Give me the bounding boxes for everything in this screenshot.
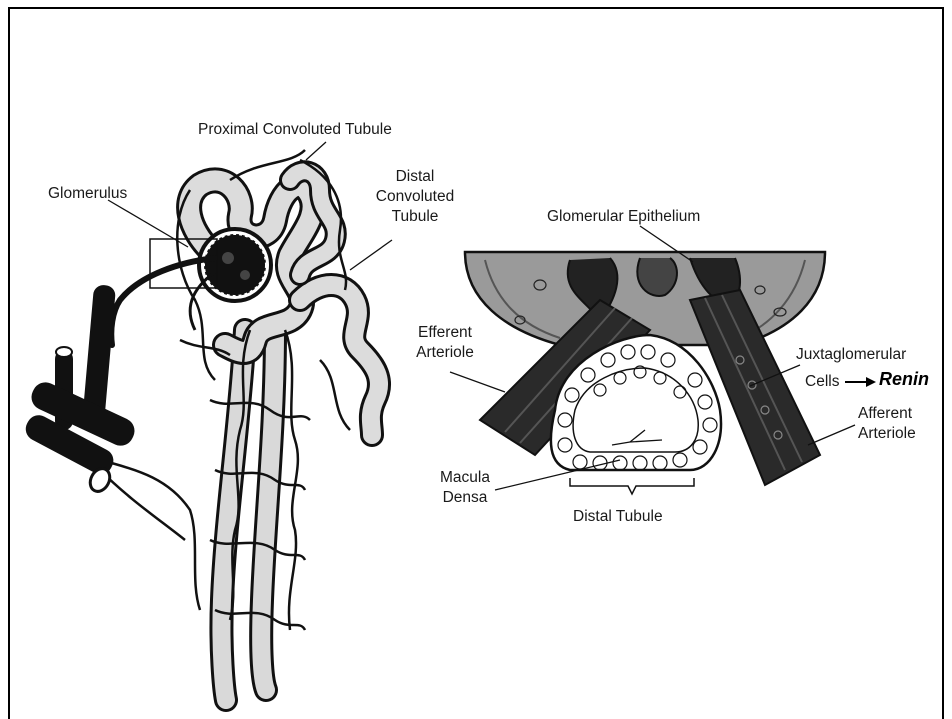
glomerulus-leader xyxy=(108,200,188,247)
label-efferent-line2: Arteriole xyxy=(405,343,485,363)
label-distal-line2: Convoluted xyxy=(365,187,465,207)
distal-tubule-bracket xyxy=(570,478,694,494)
proximal-tubule-leader xyxy=(306,142,326,160)
label-glomerulus: Glomerulus xyxy=(48,184,127,204)
renal-vessels xyxy=(22,284,139,495)
label-distal-convoluted-tubule: Distal Convoluted Tubule xyxy=(365,167,465,227)
label-macula-line2: Densa xyxy=(425,488,505,508)
afferent-arteriole-leader xyxy=(808,425,855,445)
label-glomerular-epithelium: Glomerular Epithelium xyxy=(547,207,700,227)
distal-tubule-leader xyxy=(350,240,392,270)
label-distal-line1: Distal xyxy=(365,167,465,187)
label-proximal-convoluted-tubule: Proximal Convoluted Tubule xyxy=(198,120,392,140)
efferent-arteriole-leader xyxy=(450,372,505,392)
glomerulus-structure xyxy=(150,229,271,301)
label-afferent-arteriole: Afferent Arteriole xyxy=(858,404,916,444)
label-macula-densa: Macula Densa xyxy=(425,468,505,508)
renin-arrow-icon xyxy=(845,377,876,387)
label-renin: Renin xyxy=(879,369,929,390)
label-distal-line3: Tubule xyxy=(365,207,465,227)
label-distal-tubule: Distal Tubule xyxy=(573,507,663,527)
label-afferent-line2: Arteriole xyxy=(858,424,916,444)
label-macula-line1: Macula xyxy=(425,468,505,488)
label-afferent-line1: Afferent xyxy=(858,404,916,424)
label-juxtaglomerular-line2: Cells xyxy=(805,372,839,392)
label-juxtaglomerular-line1: Juxtaglomerular xyxy=(796,345,906,365)
nephron-drawing xyxy=(22,142,392,700)
label-efferent-arteriole: Efferent Arteriole xyxy=(405,323,485,363)
label-efferent-line1: Efferent xyxy=(405,323,485,343)
